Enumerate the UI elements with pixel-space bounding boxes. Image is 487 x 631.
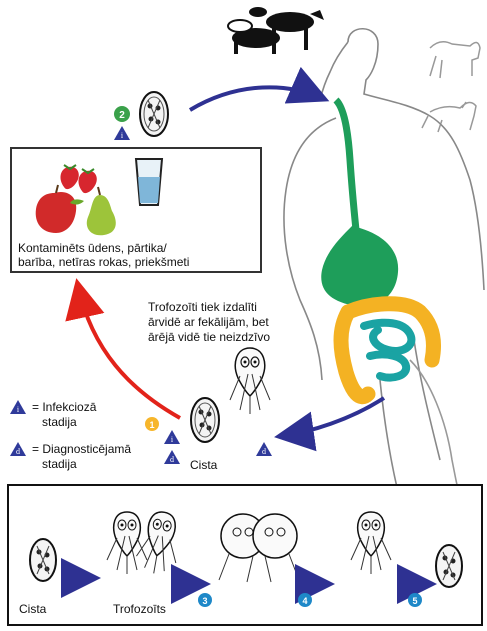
food-box-caption-line2: barība, netīras rokas, priekšmeti — [18, 255, 189, 270]
rectum-line — [410, 360, 460, 496]
trophozoite-note-line3: ārējā vidē tie neizdzīvo — [148, 330, 270, 345]
legend-infective-triangle: i — [10, 400, 26, 414]
food-box-caption-line1: Kontaminēts ūdens, pārtika/ — [18, 241, 167, 256]
dog-icon — [430, 42, 480, 78]
cat-icon — [422, 102, 476, 132]
dividing-trophozoite-icon — [219, 514, 299, 582]
pear-icon — [70, 187, 116, 235]
trophozoite-icon — [230, 348, 270, 414]
trophozoite-icon — [351, 512, 391, 574]
step-2-badge: 2 — [114, 106, 130, 122]
cyst-icon — [140, 92, 168, 136]
step-number: 3 — [202, 596, 207, 606]
replication-cycle-box: 3 4 5 Cista Trofozoīts — [7, 484, 483, 626]
legend-diagnostic-triangle: d — [10, 442, 26, 456]
triangle-glyph: d — [170, 455, 174, 464]
step-number: 4 — [302, 596, 307, 606]
cyst-icon — [30, 539, 56, 581]
ingestion-arrow — [190, 87, 322, 110]
cyst-icon — [436, 545, 462, 587]
diagnostic-stage-marker: d — [164, 450, 180, 464]
trophozoite-icon — [107, 512, 147, 574]
step-number: 2 — [119, 110, 125, 121]
livestock-icon — [228, 7, 324, 54]
strawberry-icon — [61, 165, 97, 193]
legend-infective-label-2: stadija — [42, 415, 77, 430]
dividing-trophozoite-icon — [134, 509, 184, 577]
cycle-trophozoite-label: Trofozoīts — [113, 602, 166, 617]
water-glass-icon — [136, 159, 162, 205]
step-number: 5 — [412, 596, 417, 606]
diagnostic-stage-marker: d — [256, 442, 272, 456]
infective-stage-marker: i — [114, 126, 130, 140]
step-number: 1 — [149, 420, 154, 430]
apple-icon — [36, 185, 77, 233]
cyst-icon — [191, 398, 219, 442]
legend-diagnostic-label: = Diagnosticējamā — [32, 442, 131, 457]
step-1-badge: 1 — [145, 417, 159, 431]
trophozoite-note-line1: Trofozoīti tiek izdalīti — [148, 300, 257, 315]
cycle-cyst-label: Cista — [19, 602, 46, 617]
triangle-glyph: d — [16, 447, 20, 456]
triangle-glyph: d — [262, 447, 266, 456]
infective-stage-marker: i — [164, 430, 180, 444]
legend-infective-label: = Infekciozā — [32, 400, 96, 415]
stomach-organ — [321, 100, 398, 307]
contamination-sources-box: Kontaminēts ūdens, pārtika/ barība, netī… — [10, 147, 262, 273]
replication-cycle-illustration: 3 4 5 — [9, 486, 481, 624]
excretion-arrow — [282, 398, 384, 436]
small-intestine — [364, 323, 411, 378]
cyst-label: Cista — [190, 458, 217, 473]
legend-diagnostic-label-2: stadija — [42, 457, 77, 472]
trophozoite-note-line2: ārvidē ar fekālijām, bet — [148, 315, 269, 330]
